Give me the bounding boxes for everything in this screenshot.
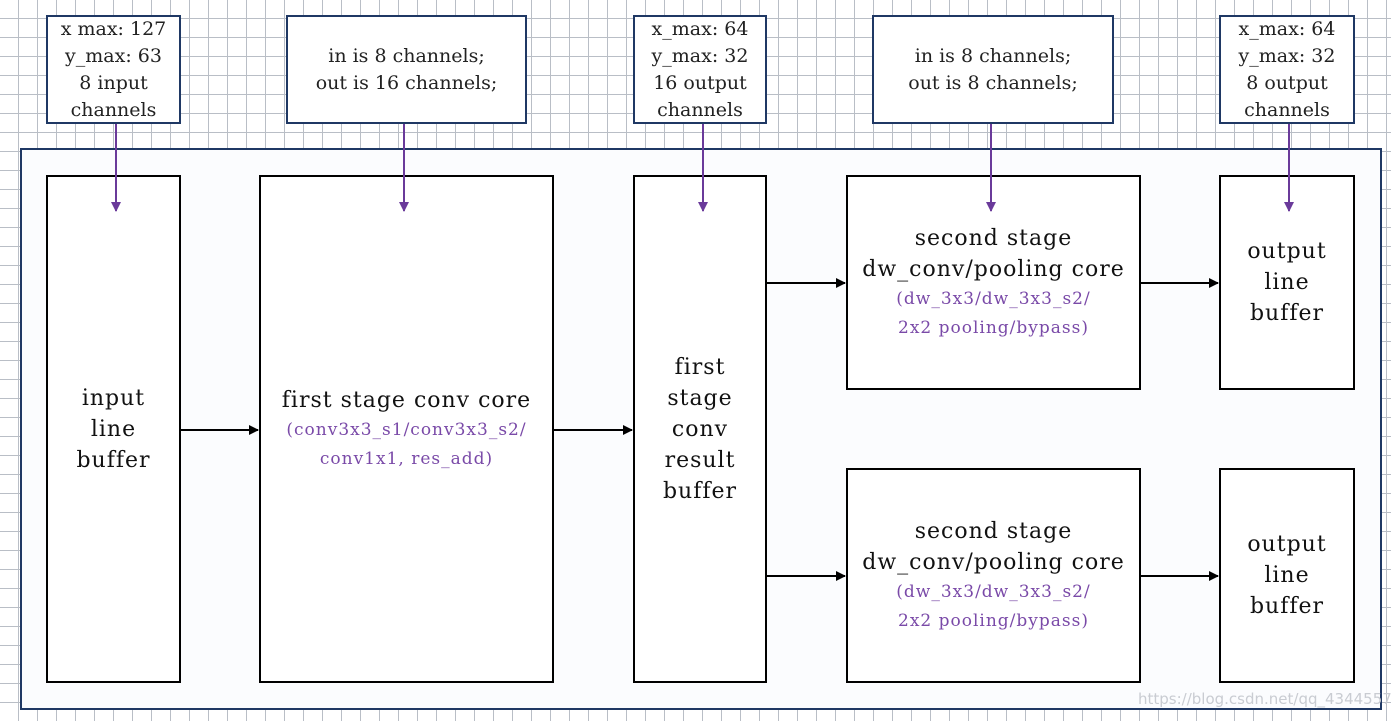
note-line: in is 8 channels;	[328, 44, 485, 67]
block-title: first stage conv core	[281, 387, 532, 413]
block-label-line: buffer	[662, 478, 738, 504]
note-line: channels	[1244, 98, 1330, 121]
block-subtitle-line: (conv3x3_s1/conv3x3_s2/	[286, 419, 527, 440]
block-subtitle-line: 2x2 pooling/bypass)	[898, 610, 1089, 631]
block-title-line: second stage	[914, 225, 1073, 251]
block-label-line: line	[1264, 563, 1310, 588]
mid-buffer-spec-note: x_max: 64 y_max: 32 16 output channels	[633, 15, 767, 124]
block-label-line: line	[90, 416, 137, 442]
note-line: 8 input	[79, 71, 148, 94]
note-line: out is 16 channels;	[315, 71, 498, 94]
note-line: x_max: 64	[1238, 17, 1336, 40]
note-line: channels	[70, 98, 157, 121]
note-line: out is 8 channels;	[908, 71, 1078, 94]
note-line: in is 8 channels;	[914, 44, 1072, 67]
block-subtitle-line: conv1x1, res_add)	[319, 448, 494, 469]
note-line: 8 output	[1246, 71, 1328, 94]
block-label-line: output	[1247, 532, 1327, 557]
block-label-line: line	[1264, 270, 1310, 295]
block-subtitle-line: (dw_3x3/dw_3x3_s2/	[896, 581, 1091, 602]
watermark-text: https://blog.csdn.net/qq_43445577	[1138, 690, 1391, 708]
first-stage-conv-result-buffer: first stage conv result buffer	[633, 175, 767, 683]
block-title-line: dw_conv/pooling core	[862, 549, 1125, 575]
note-line: y_max: 32	[651, 44, 749, 67]
first-stage-conv-core: first stage conv core (conv3x3_s1/conv3x…	[259, 175, 554, 683]
note-line: x_max: 64	[651, 17, 749, 40]
output-line-buffer-bottom: output line buffer	[1219, 468, 1355, 683]
note-line: channels	[657, 98, 743, 121]
block-label-line: buffer	[1249, 594, 1325, 619]
second-stage-core-bottom: second stage dw_conv/pooling core (dw_3x…	[846, 468, 1141, 683]
second-stage-channels-note: in is 8 channels; out is 8 channels;	[872, 15, 1114, 124]
block-title-line: dw_conv/pooling core	[862, 256, 1125, 282]
input-spec-note: x max: 127 y_max: 63 8 input channels	[46, 15, 181, 124]
block-label-line: input	[81, 385, 146, 411]
note-line: x max: 127	[60, 17, 167, 40]
block-label-line: first	[674, 354, 726, 380]
output-line-buffer-top: output line buffer	[1219, 175, 1355, 390]
block-subtitle-line: (dw_3x3/dw_3x3_s2/	[896, 288, 1091, 309]
block-subtitle-line: 2x2 pooling/bypass)	[898, 317, 1089, 338]
input-line-buffer: input line buffer	[46, 175, 181, 683]
block-label-line: buffer	[76, 447, 151, 473]
second-stage-core-top: second stage dw_conv/pooling core (dw_3x…	[846, 175, 1141, 390]
block-label-line: conv	[671, 416, 729, 442]
block-label-line: buffer	[1249, 301, 1325, 326]
note-line: y_max: 63	[65, 44, 162, 67]
note-line: 16 output	[653, 71, 747, 94]
note-line: y_max: 32	[1238, 44, 1336, 67]
output-spec-note: x_max: 64 y_max: 32 8 output channels	[1219, 15, 1355, 124]
block-title-line: second stage	[914, 518, 1073, 544]
block-label-line: stage	[667, 385, 733, 411]
first-stage-channels-note: in is 8 channels; out is 16 channels;	[286, 15, 527, 124]
block-label-line: result	[664, 447, 736, 473]
block-label-line: output	[1247, 239, 1327, 264]
